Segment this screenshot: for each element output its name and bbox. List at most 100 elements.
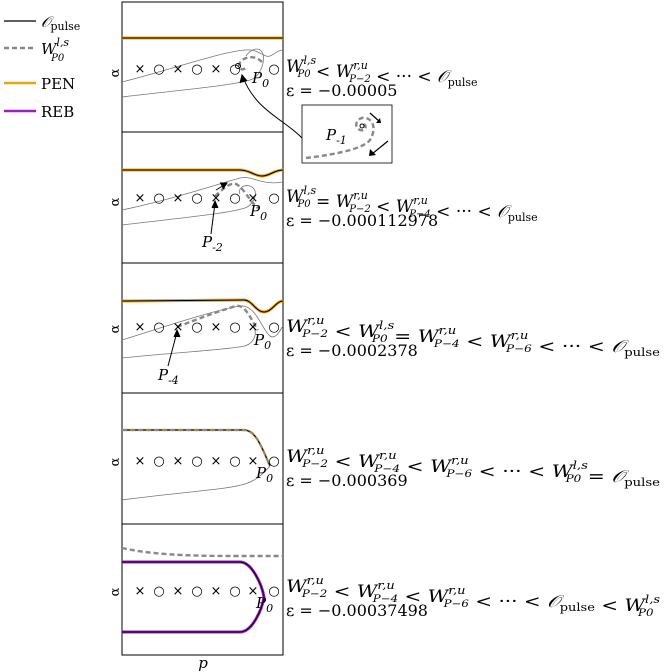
- legend-manifold-symbol: W: [41, 40, 58, 58]
- ylabel-4: α: [108, 457, 123, 466]
- inset-point: [359, 123, 365, 129]
- panel-5-epsilon: ε = −0.00037498: [286, 601, 428, 620]
- relation-term: W: [286, 577, 308, 597]
- relation-term: W: [358, 452, 381, 472]
- circle-marker: ○: [191, 191, 202, 206]
- legend-item-pen: PEN: [4, 75, 75, 93]
- panel-2-manifold: [214, 182, 259, 209]
- circle-marker: ○: [268, 62, 279, 77]
- relation-term: W: [418, 327, 441, 347]
- cross-marker: ×: [248, 320, 259, 335]
- inset-arrow-2-head: [369, 149, 376, 156]
- panel-3-orbit-inner: [121, 325, 256, 359]
- relation-term: < ··· <: [431, 202, 497, 222]
- circle-marker: ○: [153, 62, 164, 77]
- relation-term: W: [286, 187, 305, 207]
- panel-3-label-p-4: P-4: [157, 366, 179, 387]
- relation-term: W: [336, 192, 355, 212]
- relation-sup: r,u: [377, 579, 394, 592]
- cross-marker: ×: [135, 191, 146, 206]
- relation-term: =: [311, 192, 336, 212]
- relation-term: W: [286, 317, 309, 337]
- relation-term: W: [336, 62, 355, 82]
- circle-marker: ○: [268, 191, 279, 206]
- relation-sup: r,u: [353, 59, 368, 72]
- relation-term: W: [286, 447, 309, 467]
- relation-sub: pulse: [624, 476, 660, 489]
- panel-frames: [121, 1, 284, 656]
- relation-term: <: [400, 457, 430, 477]
- panel-1-orbit-inner: [121, 48, 264, 98]
- relation-term: <: [311, 62, 336, 82]
- panel-2-orbit-outer: [121, 177, 284, 211]
- panel-1-spiral-point: [235, 63, 241, 69]
- relation-sup: l,s: [645, 593, 660, 606]
- y-axis-labels: α α α α α: [108, 68, 123, 596]
- relation-sup: r,u: [439, 324, 457, 337]
- inset-link-arrow: [242, 76, 303, 139]
- circle-marker: ○: [191, 320, 202, 335]
- panel-3-pulse-curve: [121, 299, 284, 313]
- relation-term: <: [328, 322, 358, 342]
- panel-2-curve-arrow-head: [220, 182, 228, 190]
- svg-text:Wl,sP0: Wl,sP0: [41, 36, 69, 64]
- relation-term: W: [286, 57, 305, 77]
- cross-marker: ×: [248, 454, 259, 469]
- relation-sup: r,u: [511, 329, 529, 342]
- cross-marker: ×: [135, 62, 146, 77]
- legend-pulse-sub: pulse: [50, 20, 80, 33]
- panel-3-arrow: [167, 331, 178, 367]
- relation-term: <: [327, 582, 357, 602]
- relation-term: <: [371, 197, 396, 217]
- cross-marker: ×: [211, 62, 222, 77]
- cross-marker: ×: [211, 320, 222, 335]
- panel-3-epsilon: ε = −0.0002378: [286, 341, 418, 360]
- relation-sup: r,u: [307, 444, 325, 457]
- relation-sup: l,s: [379, 319, 395, 332]
- relation-sub: P−6: [445, 469, 473, 480]
- panel-2-orbit-inner: [121, 185, 256, 226]
- cross-marker: ×: [135, 454, 146, 469]
- circle-marker: ○: [153, 454, 164, 469]
- relation-sup: r,u: [353, 189, 368, 202]
- inset-link-arrow-head: [239, 73, 248, 84]
- cross-marker: ×: [211, 454, 222, 469]
- relation-term: W: [430, 457, 453, 477]
- panel-4-plot: [121, 428, 272, 501]
- relation-sub: P−4: [373, 464, 400, 475]
- cross-marker: ×: [173, 191, 184, 206]
- panel-1-label-p0: P0: [251, 69, 269, 90]
- relation-term: < ··· <: [371, 67, 437, 87]
- panel-2-epsilon: ε = −0.000112978: [286, 211, 438, 230]
- circle-marker: ○: [191, 62, 202, 77]
- relation-sub: P−2: [348, 204, 370, 215]
- panel-5-plot: [121, 546, 283, 634]
- cross-marker: ×: [173, 62, 184, 77]
- relation-term: =: [581, 467, 611, 487]
- legend-pen-label: PEN: [41, 75, 75, 93]
- cross-marker: ×: [135, 320, 146, 335]
- relation-term: W: [624, 596, 646, 616]
- legend-manifold-sub: P0: [50, 53, 65, 64]
- inset-arrow-2: [371, 140, 389, 155]
- relation-sub: P−6: [505, 344, 533, 355]
- panel-1-inset: P-1: [301, 104, 393, 164]
- relation-term: < ··· <: [469, 592, 547, 612]
- relation-term: < ··· <: [472, 462, 552, 482]
- circle-marker: ○: [268, 454, 279, 469]
- panel-3-manifold: [176, 304, 259, 331]
- relation-sub: P−2: [301, 589, 328, 600]
- relation-sub: P−2: [301, 329, 328, 340]
- panel-4-orbit: [121, 465, 271, 501]
- annotation-arrows: [167, 73, 303, 367]
- panel-1-manifold: [237, 56, 263, 71]
- relation-sup: l,s: [573, 459, 589, 472]
- circle-marker: ○: [268, 584, 279, 599]
- circle-marker: ○: [229, 191, 240, 206]
- circle-marker: ○: [153, 320, 164, 335]
